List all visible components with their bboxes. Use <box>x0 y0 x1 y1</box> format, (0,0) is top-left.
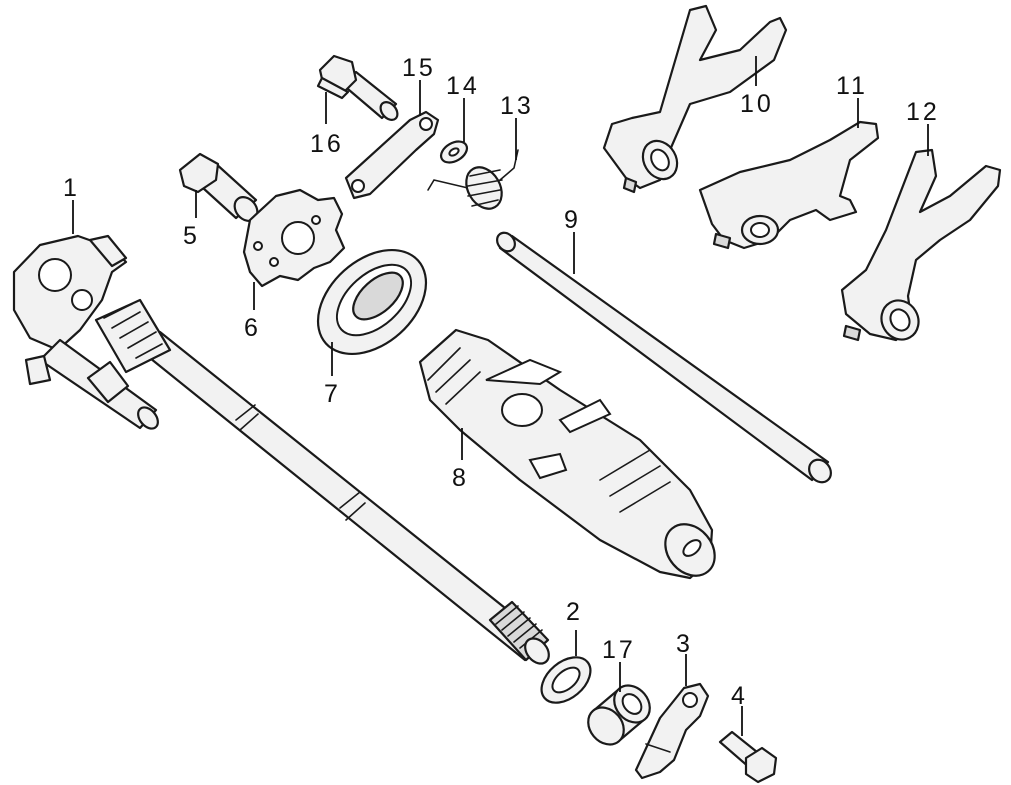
part-11-shift-fork <box>698 120 880 250</box>
part-14-washer <box>439 140 469 164</box>
callout-6: 6 <box>244 314 261 342</box>
callout-3: 3 <box>676 630 693 658</box>
callout-9: 9 <box>564 206 581 234</box>
part-4-bolt <box>718 730 778 784</box>
part-8-shift-drum <box>418 328 716 580</box>
part-9-shift-fork-shaft <box>496 231 832 484</box>
callout-17: 17 <box>602 636 636 664</box>
part-17-needle-bearing <box>587 684 651 746</box>
callout-1: 1 <box>63 174 80 202</box>
callout-10: 10 <box>740 90 774 118</box>
part-12-shift-fork <box>840 148 1002 342</box>
part-2-oil-seal <box>540 656 592 704</box>
callout-15: 15 <box>402 54 436 82</box>
part-15-stopper-lever <box>344 110 440 200</box>
part-1-gearshift-spindle <box>12 234 550 665</box>
part-6-shift-drum-cam <box>242 188 346 288</box>
part-16-bolt <box>316 54 399 121</box>
callouts: 1 2 3 4 5 6 7 8 9 10 11 12 13 14 15 16 1 <box>63 54 940 736</box>
callout-7: 7 <box>324 380 341 408</box>
callout-13: 13 <box>500 92 534 120</box>
callout-4: 4 <box>731 682 748 710</box>
callout-16: 16 <box>310 130 344 158</box>
callout-2: 2 <box>566 598 583 626</box>
part-7-bearing <box>316 248 428 356</box>
part-10-shift-fork <box>602 4 788 194</box>
part-5-pin <box>178 152 259 222</box>
callout-14: 14 <box>446 72 480 100</box>
callout-8: 8 <box>452 464 469 492</box>
part-3-plate <box>634 682 710 780</box>
callout-12: 12 <box>906 98 940 126</box>
callout-11: 11 <box>836 72 868 100</box>
callout-5: 5 <box>183 222 200 250</box>
